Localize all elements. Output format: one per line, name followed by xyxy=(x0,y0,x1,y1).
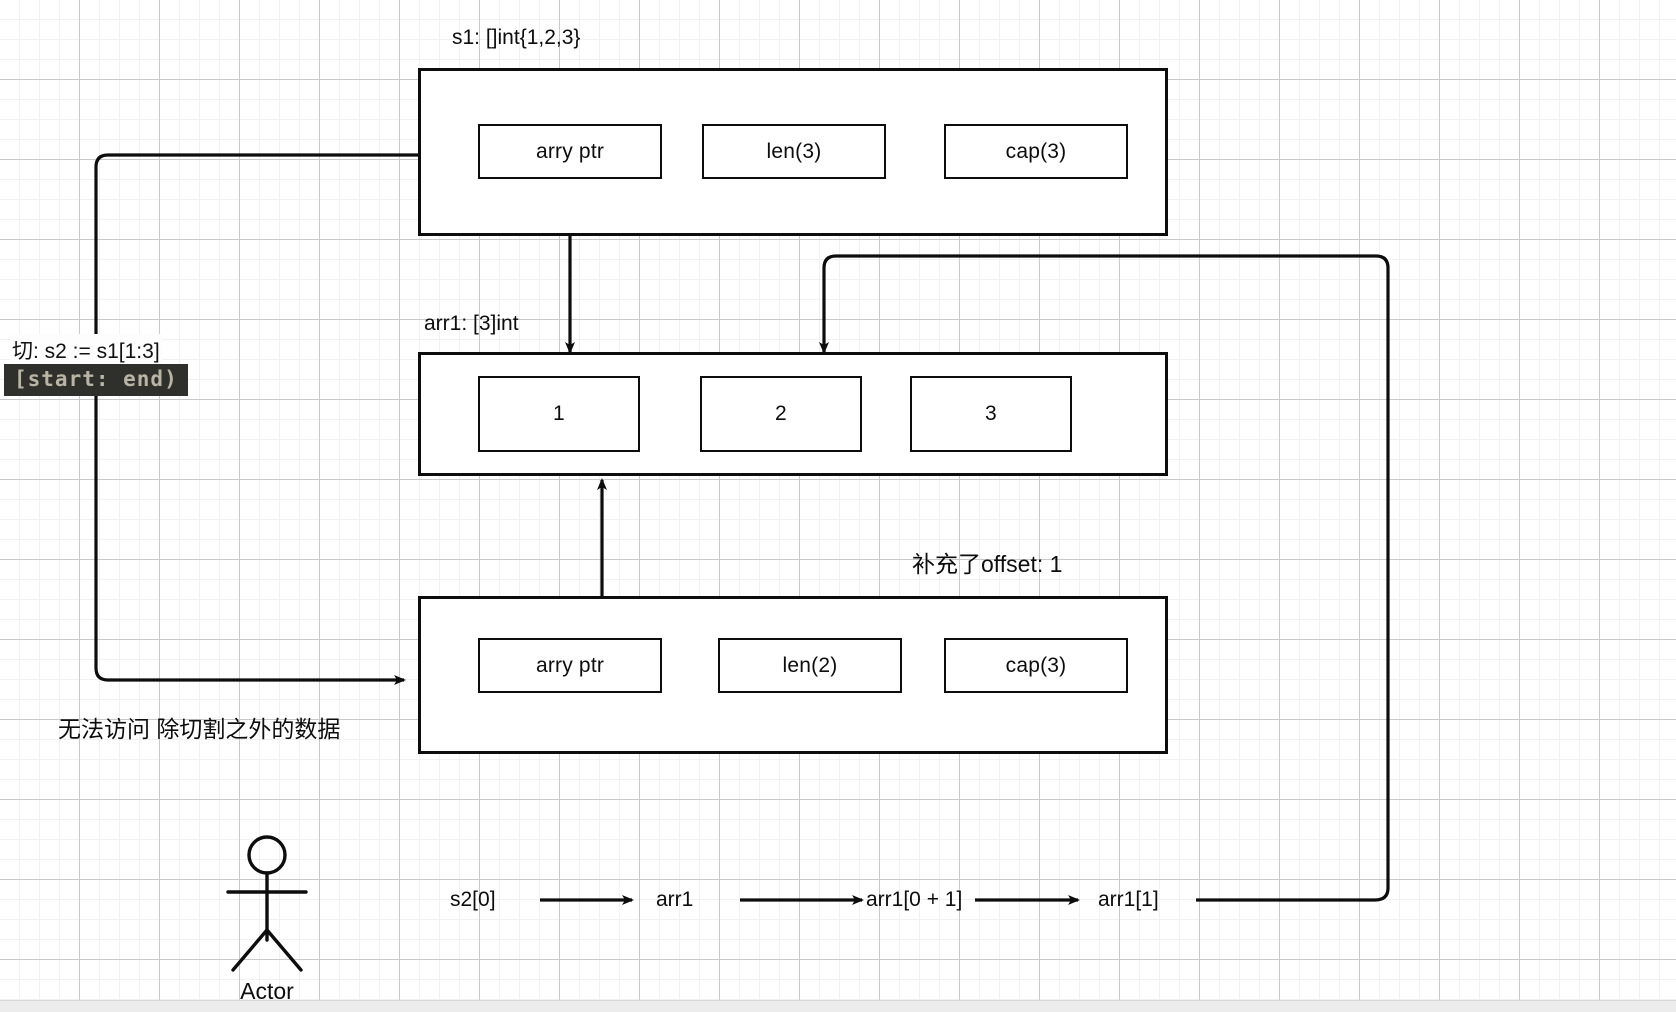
field-s2-cap[interactable]: cap(3) xyxy=(944,638,1128,693)
bottom-edge-strip xyxy=(0,1000,1676,1012)
array-cell-2[interactable]: 3 xyxy=(910,376,1072,452)
flow-step-1: arr1 xyxy=(656,888,694,911)
connector-s1-to-s2 xyxy=(94,153,418,685)
note-slice-expression: 切: s2 := s1[1:3] xyxy=(10,334,162,366)
actor-leg-right xyxy=(265,928,303,972)
note-range-chip: [start: end) xyxy=(4,364,188,396)
array-cell-1[interactable]: 2 xyxy=(700,376,862,452)
field-s2-array-pointer[interactable]: arry ptr xyxy=(478,638,662,693)
field-s1-array-pointer[interactable]: arry ptr xyxy=(478,124,662,179)
note-no-access: 无法访问 除切割之外的数据 xyxy=(58,716,341,742)
actor-head xyxy=(247,835,287,875)
label-s1-title: s1: []int{1,2,3} xyxy=(452,26,581,49)
field-s2-len[interactable]: len(2) xyxy=(718,638,902,693)
flow-step-0: s2[0] xyxy=(450,888,496,911)
field-s1-len[interactable]: len(3) xyxy=(702,124,886,179)
label-offset-note: 补充了offset: 1 xyxy=(912,551,1063,577)
array-cell-0[interactable]: 1 xyxy=(478,376,640,452)
flow-step-2: arr1[0 + 1] xyxy=(866,888,963,911)
actor-leg-left xyxy=(231,928,269,972)
label-arr1-title: arr1: [3]int xyxy=(424,312,519,335)
actor-label: Actor xyxy=(240,978,294,1004)
actor-figure xyxy=(226,835,308,972)
field-s1-cap[interactable]: cap(3) xyxy=(944,124,1128,179)
flow-step-3: arr1[1] xyxy=(1098,888,1159,911)
